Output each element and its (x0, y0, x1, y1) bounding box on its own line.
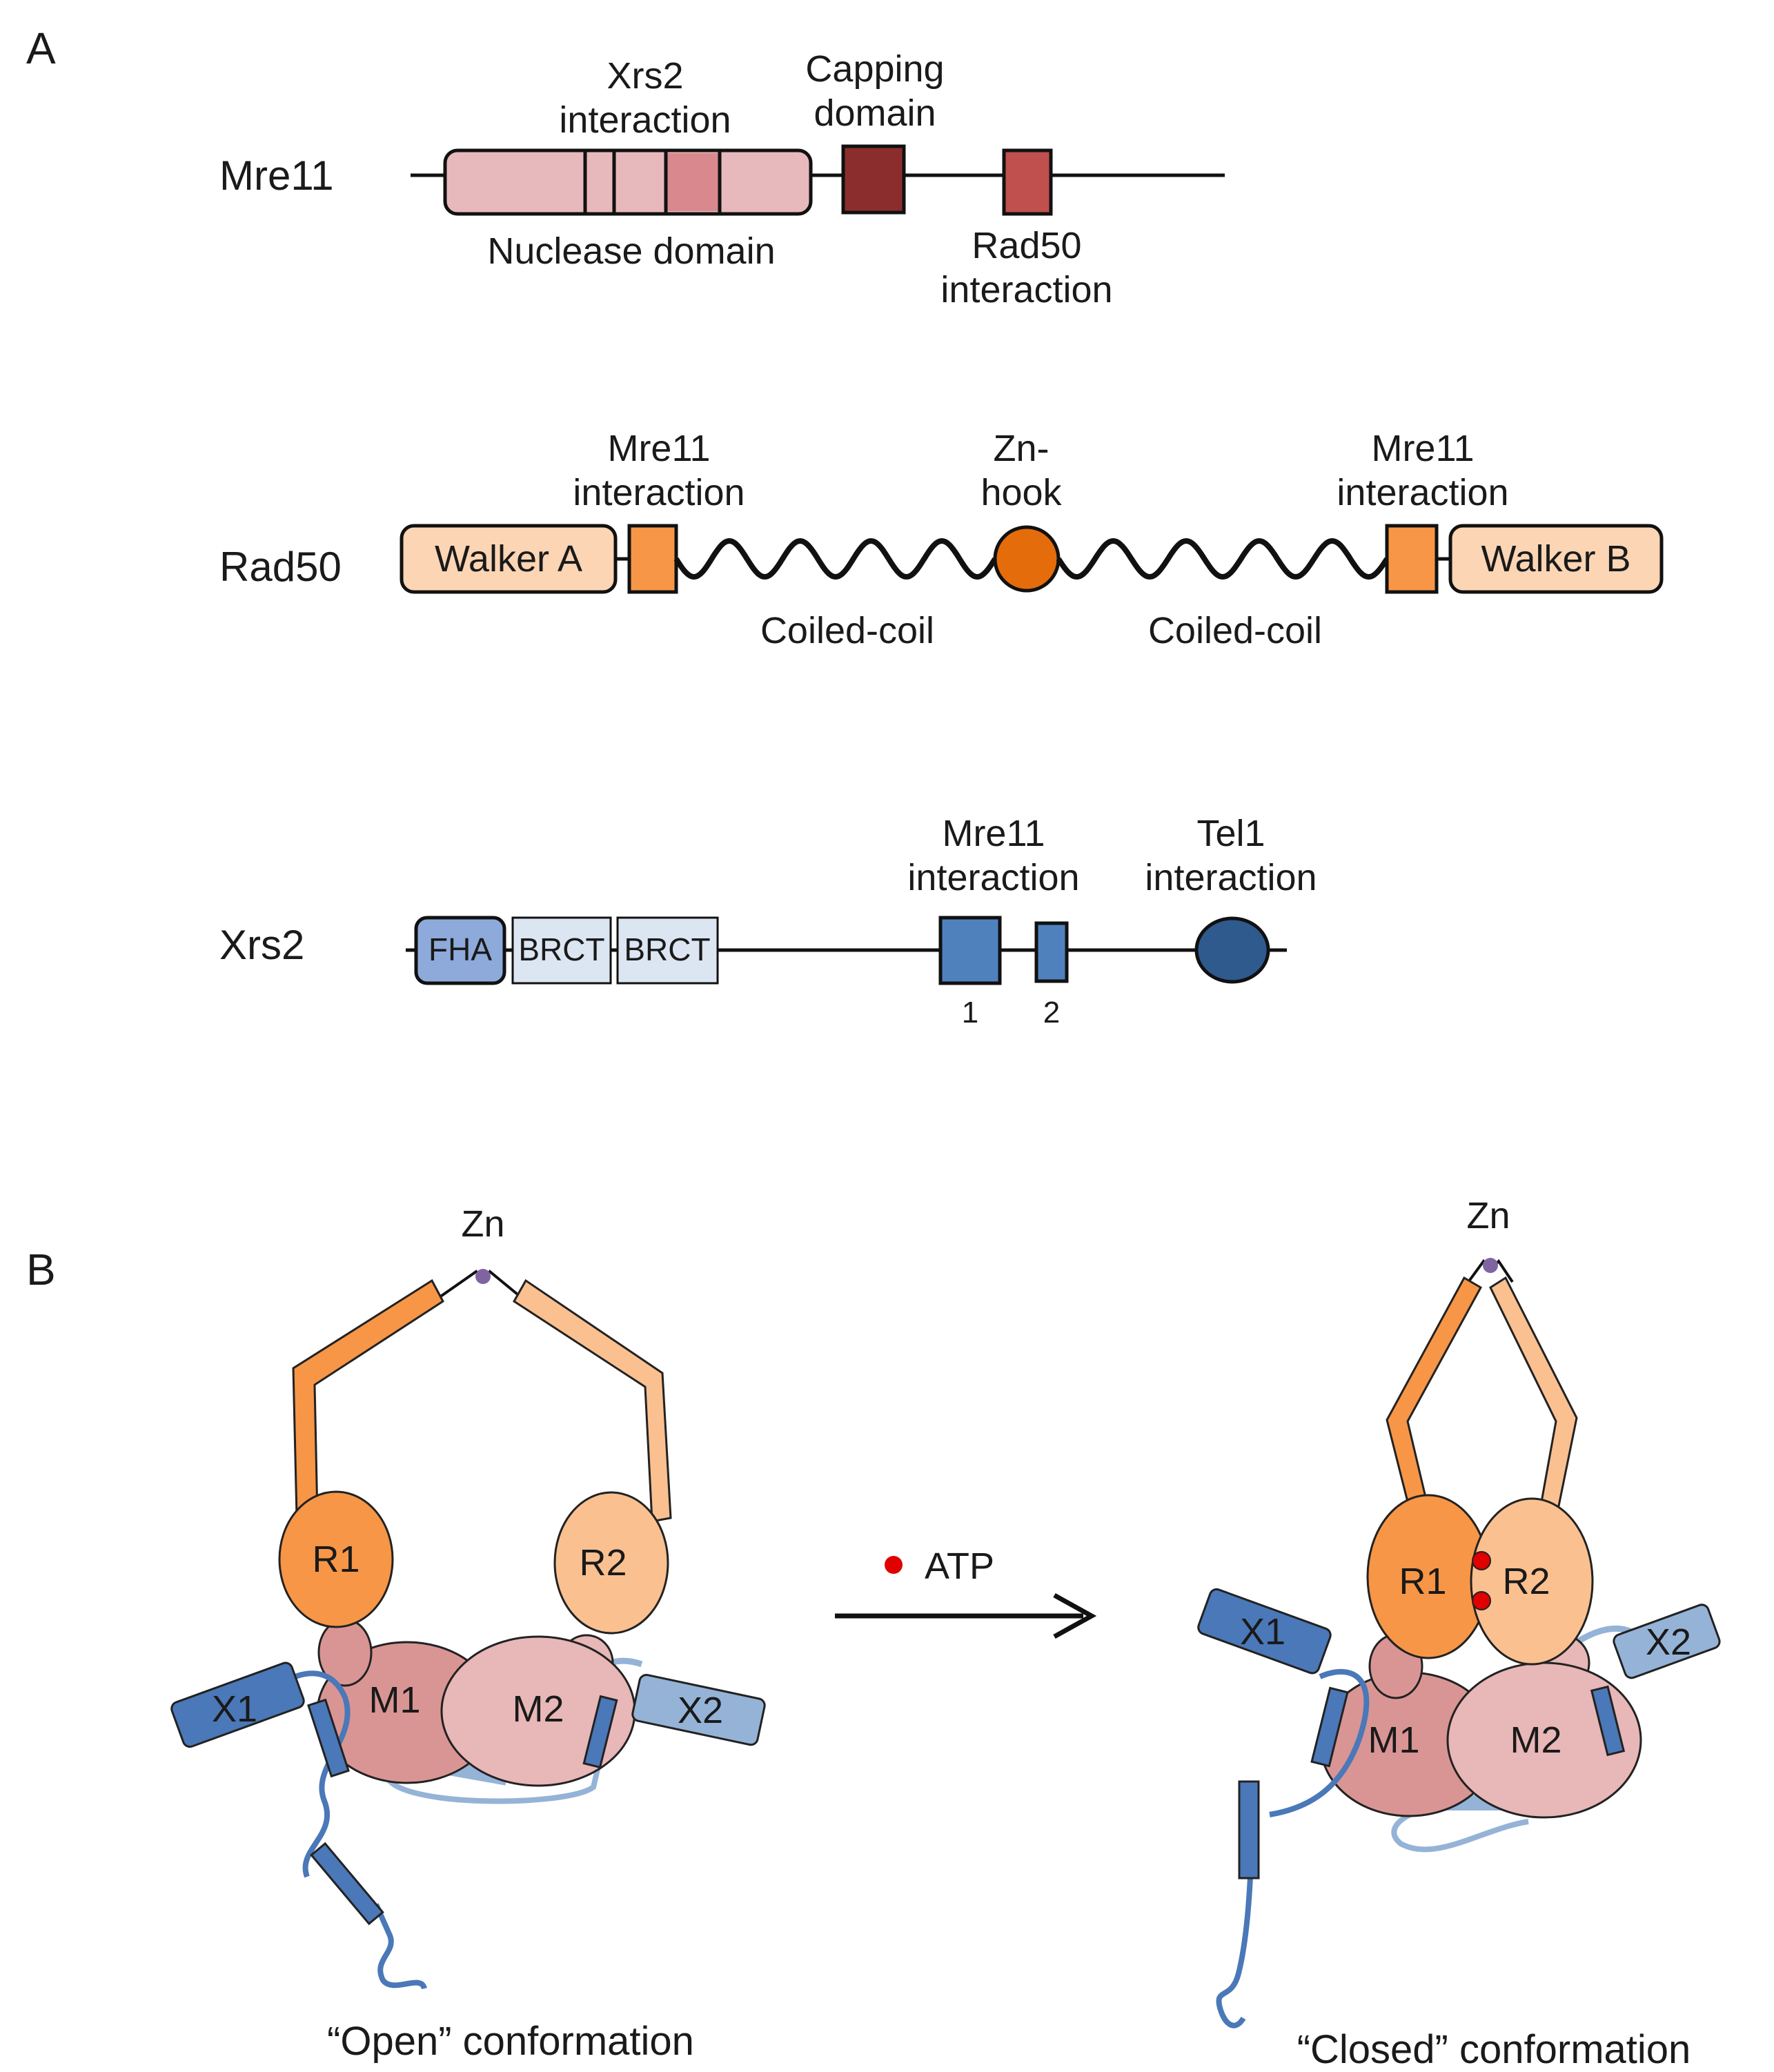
closed-x1-label: X1 (1240, 1611, 1285, 1652)
xrs2-brct2-label: BRCT (624, 931, 710, 967)
xrs2-brct2-box (616, 916, 719, 985)
rad50-walker-b-box (1448, 524, 1664, 594)
closed-zn-dot (1483, 1258, 1498, 1273)
panel-a-letter: A (26, 23, 56, 73)
closed-x2-box (1613, 1604, 1721, 1679)
closed-caption: “Closed” conformation (1297, 2027, 1691, 2072)
open-zn-label: Zn (461, 1203, 504, 1245)
mre11-capping-domain-box (841, 144, 906, 215)
mre11-rad50-label-line1: Rad50 (972, 225, 1081, 266)
rad50-name: Rad50 (219, 544, 342, 590)
closed-r2-label: R2 (1502, 1561, 1550, 1602)
rad50-mre11-left-label-line2: interaction (573, 472, 745, 513)
mre11-name: Mre11 (219, 152, 334, 199)
xrs2-tel1-label-line1: Tel1 (1196, 813, 1265, 854)
open-caption: “Open” conformation (327, 2019, 694, 2064)
closed-conformation: Zn R1 R2 M1 (1197, 1195, 1721, 2072)
xrs2-fha-box (414, 916, 506, 985)
mre11-nuclease-domain-box (443, 148, 813, 216)
rad50-domain-map: Rad50 Walker A Walker B Mre11 interactio… (219, 428, 1664, 651)
rad50-coiled-coil-right (1056, 537, 1390, 580)
rad50-mre11-interaction-left-box (627, 524, 678, 594)
mre11-capping-label-line2: domain (814, 92, 936, 134)
mre11-rad50-label-line2: interaction (940, 269, 1112, 310)
open-r2-head (553, 1491, 669, 1635)
atp-transition: ATP (835, 1546, 1097, 1639)
open-zn-dot (475, 1269, 491, 1284)
atp-label: ATP (925, 1546, 994, 1587)
xrs2-name: Xrs2 (219, 922, 304, 968)
rad50-mre11-interaction-right-box (1385, 524, 1439, 594)
closed-atp-dot-2 (1472, 1591, 1491, 1610)
open-r1-head (278, 1490, 394, 1628)
xrs2-mre11-site2-box (1034, 921, 1069, 983)
open-x2-helix (582, 1695, 618, 1769)
xrs2-brct1-box (511, 916, 612, 985)
open-conformation: Zn R1 R2 M1 M2 (170, 1203, 766, 2064)
open-x2-box (631, 1673, 766, 1746)
rad50-mre11-right-label-line1: Mre11 (1371, 428, 1474, 469)
mre11-domain-map: Mre11 Xrs2 interaction Capping domain Nu… (219, 48, 1225, 310)
open-x2-label: X2 (678, 1690, 723, 1731)
rad50-zn-hook-label-line1: Zn- (994, 428, 1049, 469)
open-m2-label: M2 (512, 1688, 564, 1730)
closed-atp-dot-1 (1472, 1551, 1491, 1570)
closed-r1-label: R1 (1399, 1561, 1446, 1602)
xrs2-site2-number: 2 (1043, 996, 1060, 1029)
atp-dot (885, 1556, 903, 1574)
closed-m1-label: M1 (1368, 1719, 1419, 1761)
closed-x1-tail-helix (1238, 1780, 1260, 1879)
open-x1-tail-b (373, 1903, 427, 1990)
rad50-coiled-coil-left-label: Coiled-coil (760, 610, 934, 651)
xrs2-domain-map: Xrs2 FHA BRCT BRCT Mre11 interaction Tel… (219, 813, 1317, 1029)
closed-x1-tail-a (1269, 1668, 1370, 1817)
open-x1-label: X1 (212, 1688, 257, 1730)
rad50-zn-hook-label-line2: hook (980, 472, 1062, 513)
closed-x2-helix (1590, 1685, 1626, 1757)
rad50-mre11-left-label-line1: Mre11 (607, 428, 710, 469)
xrs2-fha-label: FHA (428, 931, 492, 967)
rad50-coiled-coil-right-label: Coiled-coil (1148, 610, 1322, 651)
rad50-coiled-coil-left (673, 537, 998, 580)
xrs2-mre11-label-line1: Mre11 (942, 813, 1045, 854)
panel-b-letter: B (26, 1245, 56, 1294)
closed-x1-tail-b (1216, 1876, 1253, 2029)
open-x1-box (170, 1661, 305, 1748)
closed-x1-box (1197, 1588, 1332, 1675)
xrs2-mre11-site1-box (938, 916, 1002, 985)
open-r1-label: R1 (312, 1539, 359, 1580)
xrs2-site1-number: 1 (962, 996, 978, 1029)
mre11-xrs2-label-line1: Xrs2 (607, 55, 683, 97)
xrs2-mre11-label-line2: interaction (907, 857, 1079, 898)
mre11-xrs2-label-line2: interaction (559, 99, 731, 141)
open-x1-tail-helix (310, 1842, 384, 1926)
closed-x2-label: X2 (1646, 1621, 1691, 1663)
xrs2-brct1-label: BRCT (518, 931, 604, 967)
xrs2-tel1-label-line2: interaction (1145, 857, 1317, 898)
xrs2-tel1-interaction-ellipse (1194, 916, 1270, 984)
closed-x1-helix (1310, 1686, 1349, 1768)
mre11-rad50-interaction-box (1002, 148, 1053, 216)
open-x1-helix (307, 1698, 350, 1778)
open-m1-label: M1 (368, 1679, 420, 1721)
mre11-capping-label-line1: Capping (805, 48, 944, 90)
mre11-nuclease-label: Nuclease domain (487, 230, 775, 272)
closed-m2-label: M2 (1510, 1719, 1561, 1761)
rad50-zn-hook-circle (993, 525, 1061, 593)
atp-arrow-head (1053, 1592, 1097, 1639)
mre11-xrs2-interaction-region (666, 153, 720, 211)
rad50-mre11-right-label-line2: interaction (1337, 472, 1508, 513)
closed-zn-label: Zn (1466, 1195, 1510, 1236)
rad50-walker-a-label: Walker A (435, 538, 582, 580)
closed-r2-head (1470, 1497, 1594, 1666)
open-r2-label: R2 (579, 1542, 627, 1583)
rad50-walker-b-label: Walker B (1481, 538, 1630, 580)
